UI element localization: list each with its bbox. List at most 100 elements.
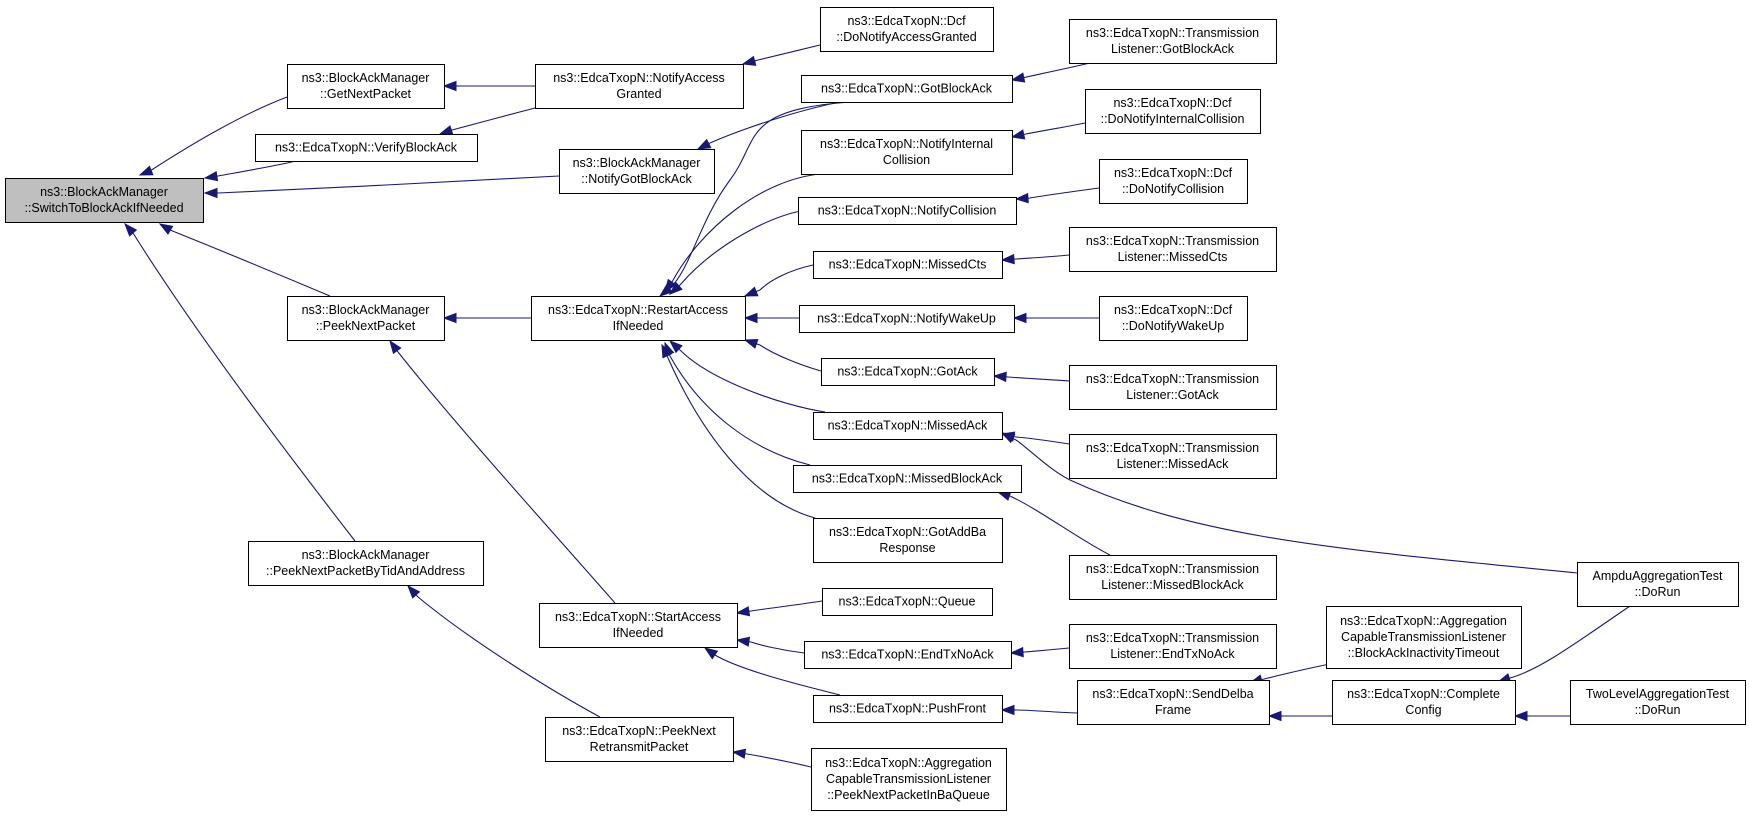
node-box[interactable] — [1099, 296, 1248, 341]
node-box[interactable] — [820, 7, 994, 52]
edge-line-tail — [708, 142, 711, 145]
node-missedack[interactable]: ns3::EdcaTxopN::MissedAck — [813, 412, 1003, 440]
node-dcfcollision[interactable]: ns3::EdcaTxopN::Dcf::DoNotifyCollision — [1099, 159, 1248, 204]
node-box[interactable] — [1570, 680, 1746, 725]
node-gotba[interactable]: ns3::EdcaTxopN::GotBlockAck — [801, 75, 1013, 103]
node-dcfwake[interactable]: ns3::EdcaTxopN::Dcf::DoNotifyWakeUp — [1099, 296, 1248, 341]
node-label-line: ns3::EdcaTxopN::MissedBlockAck — [812, 472, 1003, 486]
node-box[interactable] — [811, 748, 1007, 811]
node-box[interactable] — [1326, 606, 1522, 669]
node-box[interactable] — [801, 75, 1013, 103]
node-box[interactable] — [1069, 19, 1277, 64]
node-box[interactable] — [1069, 555, 1277, 600]
node-box[interactable] — [287, 296, 445, 341]
node-notifyinternal[interactable]: ns3::EdcaTxopN::NotifyInternalCollision — [801, 130, 1013, 175]
node-box[interactable] — [287, 64, 445, 109]
node-verify[interactable]: ns3::EdcaTxopN::VerifyBlockAck — [255, 134, 478, 162]
node-box[interactable] — [1099, 159, 1248, 204]
edge-line — [679, 210, 801, 286]
node-box[interactable] — [821, 358, 995, 386]
node-box[interactable] — [255, 134, 478, 162]
node-box[interactable] — [798, 197, 1017, 225]
node-box[interactable] — [804, 641, 1012, 669]
node-box[interactable] — [531, 296, 746, 341]
node-box[interactable] — [1077, 680, 1270, 725]
edge-twoleveltest-to-completeconfig — [1513, 710, 1570, 722]
node-pushfront[interactable]: ns3::EdcaTxopN::PushFront — [813, 695, 1003, 723]
edge-notifyaccess-to-verify — [438, 107, 536, 136]
node-box[interactable] — [545, 717, 734, 762]
node-box[interactable] — [799, 305, 1015, 333]
node-box[interactable] — [1069, 624, 1277, 669]
edge-line — [169, 229, 331, 297]
node-box[interactable] — [1069, 365, 1277, 410]
node-endtx[interactable]: ns3::EdcaTxopN::EndTxNoAck — [804, 641, 1012, 669]
node-label-line: CapableTransmissionListener — [826, 772, 991, 786]
node-label-line: ns3::EdcaTxopN::Transmission — [1086, 372, 1259, 386]
node-box[interactable] — [822, 588, 993, 616]
node-aggbainact[interactable]: ns3::EdcaTxopN::AggregationCapableTransm… — [1326, 606, 1522, 669]
edge-line — [671, 173, 821, 283]
node-ampdutest[interactable]: AmpduAggregationTest::DoRun — [1577, 562, 1739, 607]
node-notifywake[interactable]: ns3::EdcaTxopN::NotifyWakeUp — [799, 305, 1015, 333]
node-box[interactable] — [1069, 227, 1277, 272]
node-notifyaccess[interactable]: ns3::EdcaTxopN::NotifyAccessGranted — [535, 64, 744, 109]
node-peektid[interactable]: ns3::BlockAckManager::PeekNextPacketByTi… — [248, 541, 484, 586]
edge-line-tail — [755, 289, 761, 293]
node-queue[interactable]: ns3::EdcaTxopN::Queue — [822, 588, 993, 616]
edge-senddelba-to-pushfront — [1000, 704, 1078, 716]
node-notifygotba[interactable]: ns3::BlockAckManager::NotifyGotBlockAck — [559, 149, 715, 194]
edge-line — [397, 351, 616, 604]
node-box[interactable] — [1577, 562, 1739, 607]
node-box[interactable] — [1332, 680, 1516, 725]
node-missedba[interactable]: ns3::EdcaTxopN::MissedBlockAck — [793, 465, 1022, 493]
node-box[interactable] — [1069, 434, 1277, 479]
node-tlmissedba[interactable]: ns3::EdcaTxopN::TransmissionListener::Mi… — [1069, 555, 1277, 600]
node-tlgotack[interactable]: ns3::EdcaTxopN::TransmissionListener::Go… — [1069, 365, 1277, 410]
node-box[interactable] — [559, 149, 715, 194]
node-box[interactable] — [248, 541, 484, 586]
node-label-line: ns3::BlockAckManager — [302, 303, 430, 317]
nodes-layer: ns3::BlockAckManager::SwitchToBlockAckIf… — [5, 7, 1746, 811]
node-box[interactable] — [813, 695, 1003, 723]
node-label-line: AmpduAggregationTest — [1593, 569, 1723, 583]
node-box[interactable] — [813, 518, 1003, 563]
node-tlgotba[interactable]: ns3::EdcaTxopN::TransmissionListener::Go… — [1069, 19, 1277, 64]
node-gotack[interactable]: ns3::EdcaTxopN::GotAck — [821, 358, 995, 386]
node-peeknext[interactable]: ns3::BlockAckManager::PeekNextPacket — [287, 296, 445, 341]
node-twoleveltest[interactable]: TwoLevelAggregationTest::DoRun — [1570, 680, 1746, 725]
node-dcfinternal[interactable]: ns3::EdcaTxopN::Dcf::DoNotifyInternalCol… — [1085, 89, 1261, 134]
node-box[interactable] — [813, 412, 1003, 440]
node-tlendtx[interactable]: ns3::EdcaTxopN::TransmissionListener::En… — [1069, 624, 1277, 669]
node-box[interactable] — [535, 64, 744, 109]
edge-line — [1015, 436, 1070, 445]
node-tlmissedcts[interactable]: ns3::EdcaTxopN::TransmissionListener::Mi… — [1069, 227, 1277, 272]
node-tlmissedack[interactable]: ns3::EdcaTxopN::TransmissionListener::Mi… — [1069, 434, 1277, 479]
node-notifycollision[interactable]: ns3::EdcaTxopN::NotifyCollision — [798, 197, 1017, 225]
node-box[interactable] — [793, 465, 1022, 493]
node-getnext[interactable]: ns3::BlockAckManager::GetNextPacket — [287, 64, 445, 109]
node-label-line: ns3::EdcaTxopN::Dcf — [1113, 96, 1232, 110]
node-box[interactable] — [813, 251, 1003, 279]
node-box[interactable] — [539, 603, 738, 648]
node-box[interactable] — [5, 178, 204, 223]
node-box[interactable] — [801, 130, 1013, 175]
edge-line — [669, 355, 811, 466]
node-dcfgranted[interactable]: ns3::EdcaTxopN::Dcf::DoNotifyAccessGrant… — [820, 7, 994, 52]
node-missedcts[interactable]: ns3::EdcaTxopN::MissedCts — [813, 251, 1003, 279]
arrowhead — [992, 371, 1007, 383]
node-switch[interactable]: ns3::BlockAckManager::SwitchToBlockAckIf… — [5, 178, 204, 223]
node-aggpeek[interactable]: ns3::EdcaTxopN::AggregationCapableTransm… — [811, 748, 1007, 811]
edge-line — [709, 101, 841, 144]
edge-line — [757, 44, 821, 61]
node-label-line: ::NotifyGotBlockAck — [581, 172, 692, 186]
edge-notifyaccess-to-getnext — [442, 80, 535, 92]
node-box[interactable] — [1085, 89, 1261, 134]
node-label-line: Granted — [616, 87, 661, 101]
